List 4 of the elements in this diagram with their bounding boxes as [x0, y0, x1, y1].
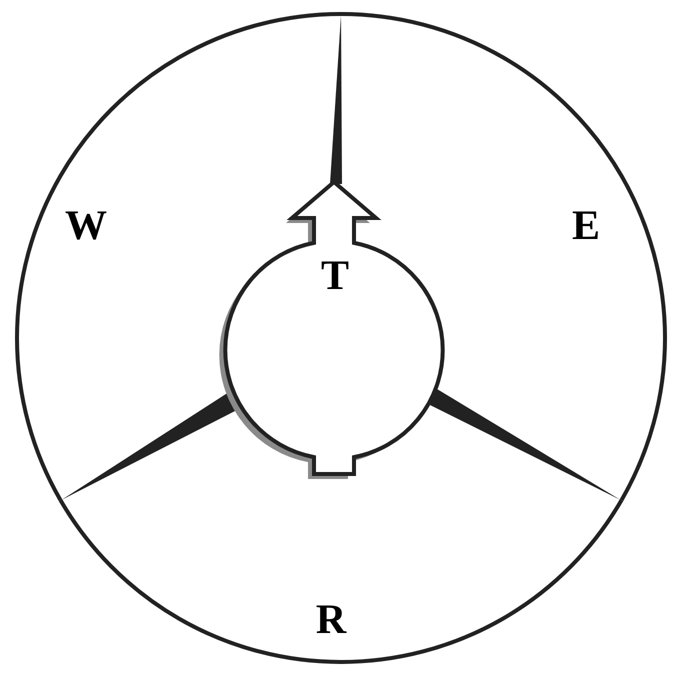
region-label: T [321, 255, 349, 297]
region-label: R [316, 599, 346, 641]
region-label: W [65, 205, 107, 247]
region-label: E [572, 205, 600, 247]
